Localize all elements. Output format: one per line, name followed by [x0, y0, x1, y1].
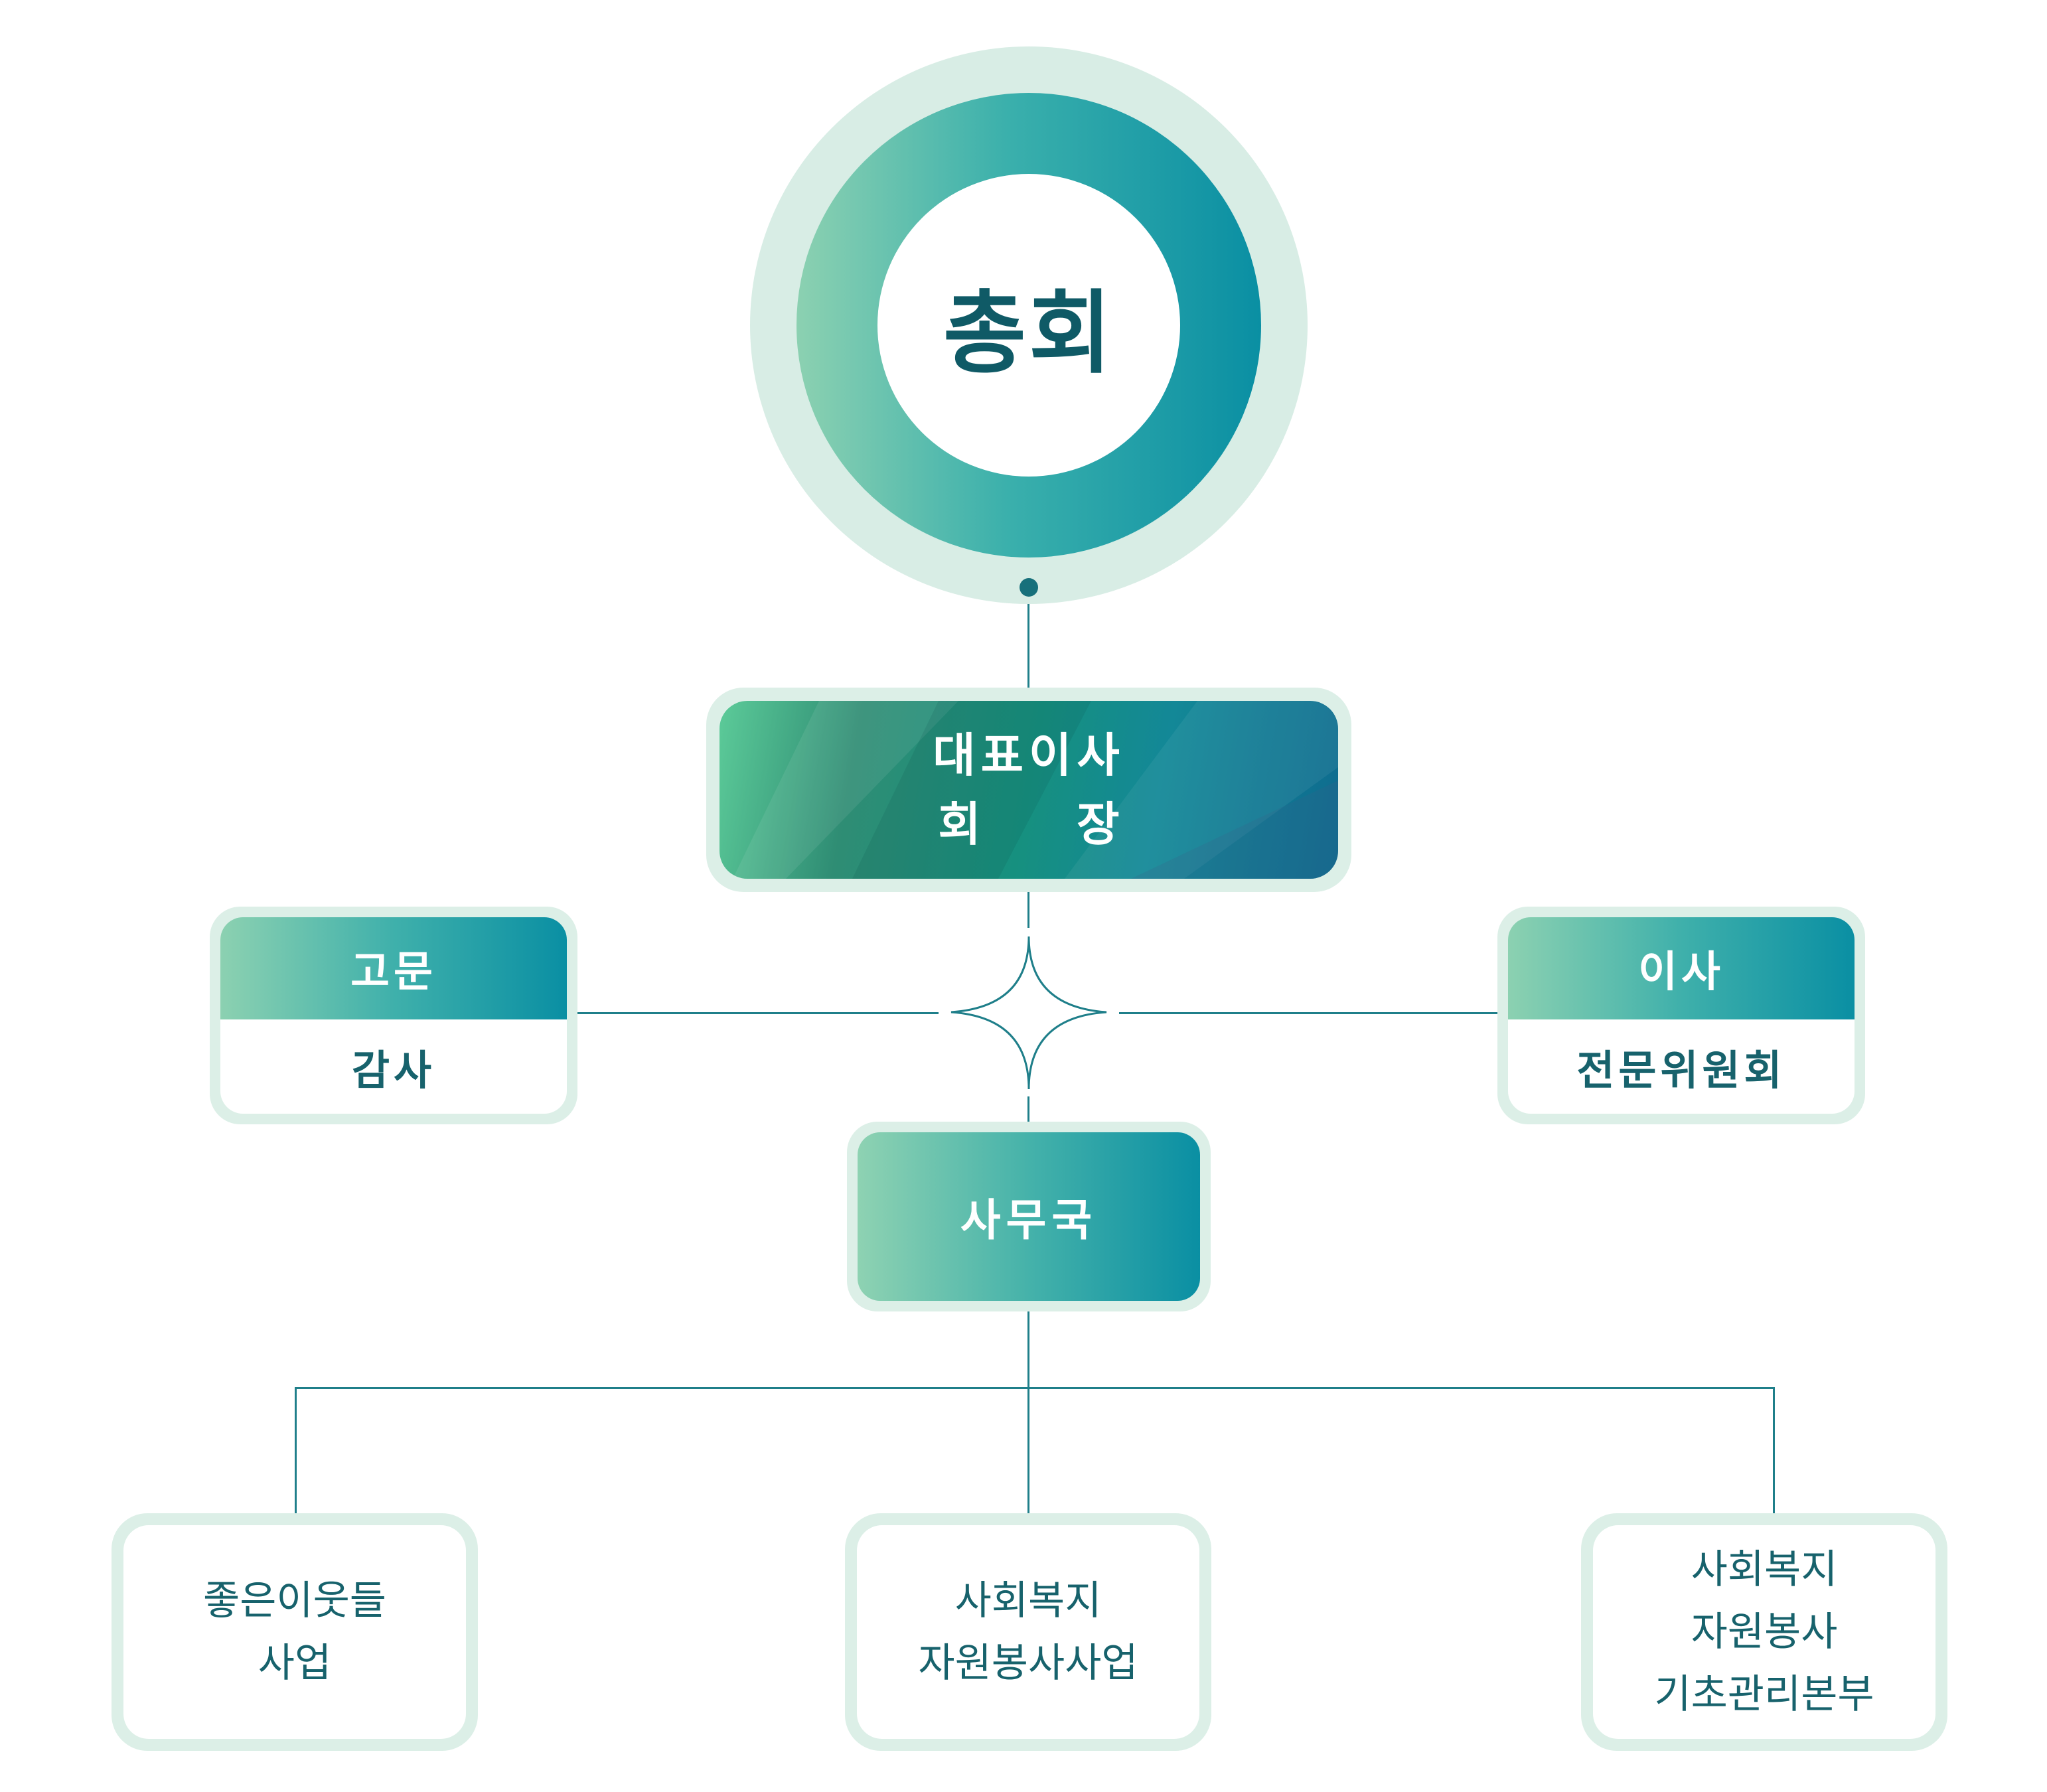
connector-secretariat-down	[1027, 1301, 1029, 1515]
department-card-1[interactable]: 좋은이웃들 사업	[123, 1525, 466, 1739]
advisor-card-header: 고문	[220, 917, 567, 1019]
director-card[interactable]: 이사 전문위원회	[1508, 917, 1855, 1114]
president-title: 대표이사	[933, 728, 1125, 783]
department-3-line-3: 기초관리본부	[1654, 1671, 1874, 1718]
department-2-line-2: 자원봉사사업	[918, 1640, 1138, 1686]
director-card-header: 이사	[1508, 917, 1855, 1019]
connector-junction-right	[1119, 1012, 1499, 1014]
president-box[interactable]: 대표이사 회 장	[720, 701, 1338, 879]
connector-dot	[1020, 578, 1038, 597]
president-text: 대표이사 회 장	[720, 701, 1338, 879]
advisor-card-body: 감사	[220, 1019, 567, 1114]
department-1-line-2: 사업	[258, 1640, 332, 1686]
auditor-title: 감사	[351, 1046, 436, 1094]
director-card-body: 전문위원회	[1508, 1019, 1855, 1114]
department-3-line-1: 사회복지	[1691, 1546, 1838, 1593]
president-box-facets	[733, 701, 1338, 879]
connector-junction-left	[577, 1012, 939, 1014]
department-card-2[interactable]: 사회복지 자원봉사사업	[857, 1525, 1199, 1739]
department-3-line-2: 자원봉사	[1691, 1609, 1838, 1655]
chairman-title: 회 장	[938, 797, 1120, 852]
secretariat-box[interactable]: 사무국	[858, 1132, 1200, 1301]
advisor-card[interactable]: 고문 감사	[220, 917, 567, 1114]
assembly-label: 총회	[943, 281, 1115, 386]
connector-junction-secretariat	[1027, 1096, 1029, 1130]
department-2-line-1: 사회복지	[954, 1578, 1102, 1624]
director-title: 이사	[1638, 948, 1724, 997]
department-1-line-1: 좋은이웃들	[203, 1578, 386, 1624]
assembly-node[interactable]: 총회	[877, 174, 1180, 477]
connector-department-left	[295, 1387, 297, 1515]
secretariat-label: 사무국	[960, 1195, 1098, 1246]
connector-departments-horizontal	[295, 1387, 1775, 1389]
committee-title: 전문위원회	[1576, 1046, 1786, 1094]
connector-department-right	[1773, 1387, 1775, 1515]
department-card-3[interactable]: 사회복지 자원봉사 기초관리본부	[1593, 1525, 1935, 1739]
connector-assembly-president	[1027, 587, 1029, 701]
connector-president-junction	[1027, 879, 1029, 928]
junction-sparkle	[950, 936, 1107, 1090]
advisor-title: 고문	[350, 948, 437, 997]
